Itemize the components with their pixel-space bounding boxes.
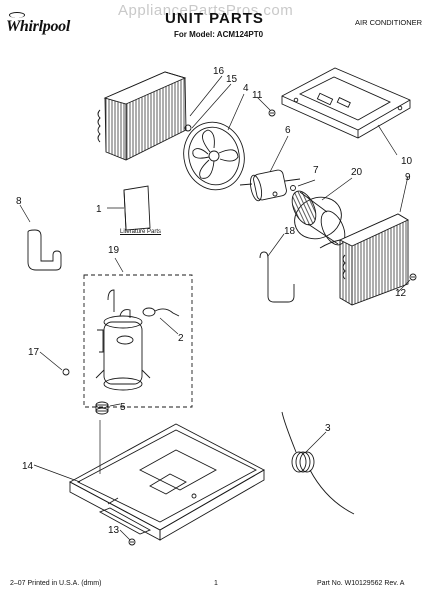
callout-18: 18 [284,226,296,237]
screw-17 [62,368,70,376]
page-title: UNIT PARTS [165,10,264,27]
brand-swoosh-icon [9,12,25,18]
callout-17: 17 [28,347,40,358]
callout-12: 12 [395,288,407,299]
grommet [95,401,109,415]
callout-8: 8 [16,196,22,207]
callout-6: 6 [285,125,291,136]
callout-1: 1 [96,204,102,215]
footer-part-number: Part No. W10129562 Rev. A [317,580,405,587]
callout-10: 10 [401,156,413,167]
footer-page-number: 1 [214,580,218,587]
screw-11 [268,109,276,117]
base-pan [69,423,265,541]
fan-motor [239,169,301,202]
callout-3: 3 [325,423,331,434]
callout-13: 13 [108,525,120,536]
screw-12 [409,273,417,281]
category-label: AIR CONDITIONER [355,18,423,27]
literature-parts-label: Literature Parts [120,229,162,235]
callout-4: 4 [243,83,249,94]
callout-14: 14 [22,461,34,472]
blower-wheel [291,190,346,246]
footer-print-info: 2–07 Printed in U.S.A. (dmm) [10,580,102,587]
capacitor-coil [281,411,355,515]
condenser-coil [97,71,187,161]
callout-20: 20 [351,167,363,178]
callout-15: 15 [226,74,238,85]
model-line: For Model: ACM124PT0 [174,30,264,39]
brand-logo: Whirlpool [6,18,70,35]
compressor [95,289,151,391]
callout-19: 19 [108,245,120,256]
condenser-fan [183,121,245,191]
overload-protector [142,307,180,317]
callout-5: 5 [120,402,126,413]
callout-9: 9 [405,172,411,183]
callout-16: 16 [213,66,225,77]
wire-bracket [27,229,62,271]
compressor-group-box [83,274,193,408]
drain-tube [259,251,295,303]
callout-2: 2 [178,333,184,344]
evaporator-coil [319,213,409,306]
screw-13 [128,538,136,546]
top-panel [281,67,411,139]
literature-booklet [123,185,151,231]
watermark-text: AppliancePartsPros.com [118,2,294,19]
leader-lines [19,75,411,541]
callout-7: 7 [313,165,319,176]
callout-11: 11 [252,90,263,101]
